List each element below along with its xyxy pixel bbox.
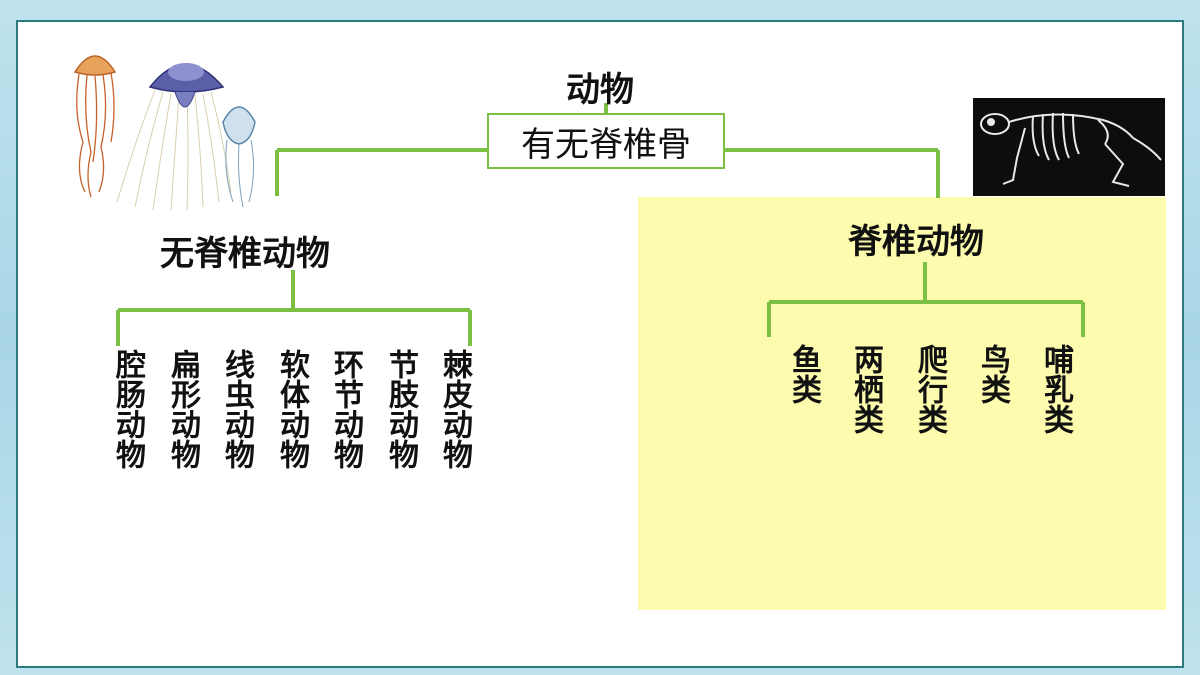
root-title: 动物 — [566, 70, 634, 110]
jellyfish-illustration — [73, 55, 256, 211]
invertebrate-item: 节肢动物 — [383, 349, 418, 469]
invertebrate-item: 线虫动物 — [219, 349, 254, 469]
criterion-box: 有无脊椎骨 — [487, 113, 725, 169]
vertebrate-title: 脊椎动物 — [848, 222, 984, 262]
vertebrate-item: 两栖类 — [848, 344, 883, 434]
invertebrate-item: 软体动物 — [274, 349, 309, 469]
vertebrate-item: 爬行类 — [912, 344, 947, 434]
invertebrate-title: 无脊椎动物 — [160, 234, 330, 274]
vertebrate-item: 鸟类 — [975, 344, 1010, 404]
invertebrate-item: 扁形动物 — [165, 349, 200, 469]
invertebrate-item: 环节动物 — [328, 349, 363, 469]
vertebrate-item: 哺乳类 — [1038, 344, 1073, 434]
invertebrate-item: 腔肠动物 — [110, 349, 145, 469]
vertebrate-panel — [638, 197, 1166, 610]
skeleton-illustration — [973, 98, 1165, 196]
invertebrate-item: 棘皮动物 — [437, 349, 472, 469]
vertebrate-item: 鱼类 — [786, 344, 821, 404]
